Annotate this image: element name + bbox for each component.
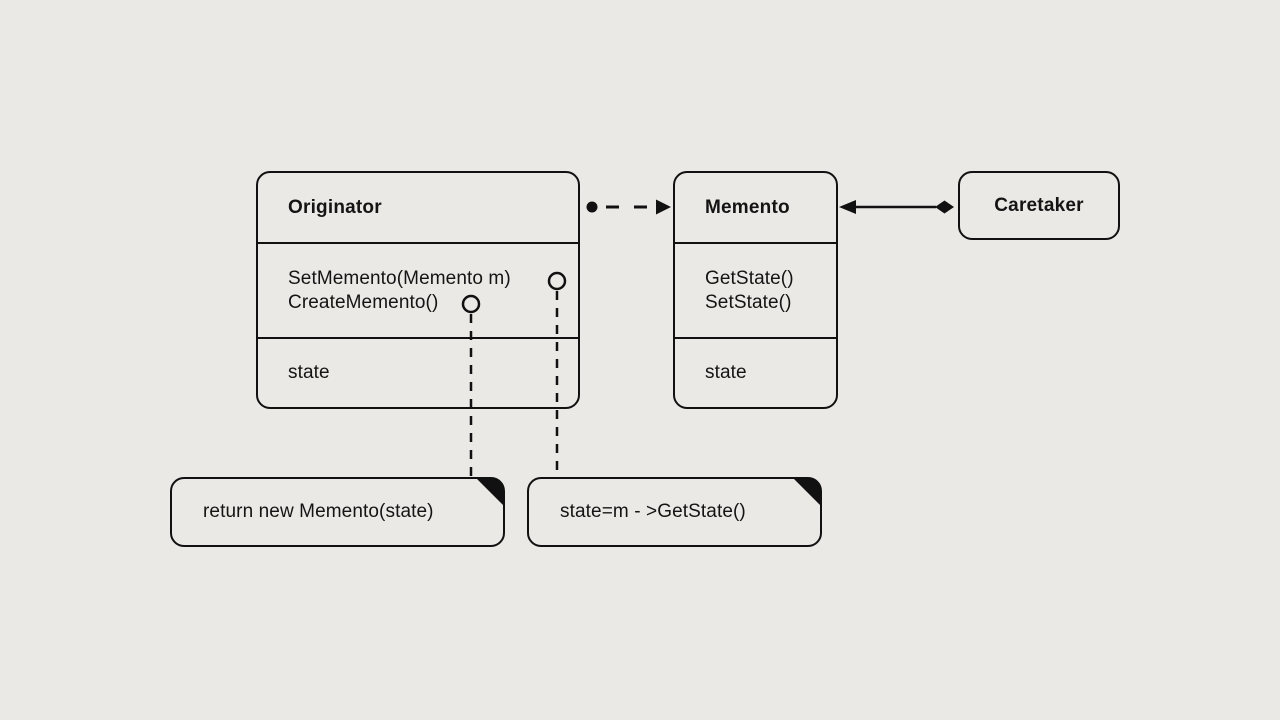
class-title-originator: Originator <box>288 196 382 218</box>
class-box-memento[interactable]: Memento GetState() SetState() state <box>673 171 838 409</box>
note-text: state=m - >GetState() <box>560 501 746 522</box>
method-set-state: SetState() <box>705 291 792 313</box>
method-get-state: GetState() <box>705 267 794 289</box>
class-box-originator[interactable]: Originator SetMemento(Memento m) CreateM… <box>256 171 580 409</box>
originator-attributes-compartment: state <box>258 337 578 407</box>
association-caretaker-memento <box>839 200 954 214</box>
method-set-memento: SetMemento(Memento m) <box>288 267 511 289</box>
class-box-caretaker[interactable]: Caretaker <box>958 171 1120 240</box>
dependency-originator-memento <box>586 199 671 215</box>
note-return-new-memento[interactable]: return new Memento(state) <box>170 477 505 547</box>
originator-methods-compartment: SetMemento(Memento m) CreateMemento() <box>258 242 578 337</box>
attribute-state: state <box>288 362 330 383</box>
attribute-state: state <box>705 362 747 383</box>
dependency-start-dot <box>586 201 598 213</box>
memento-methods-compartment: GetState() SetState() <box>675 242 836 337</box>
dependency-arrowhead-icon <box>656 199 671 215</box>
memento-attributes-compartment: state <box>675 337 836 407</box>
class-title-caretaker: Caretaker <box>994 194 1084 216</box>
note-state-getstate[interactable]: state=m - >GetState() <box>527 477 822 547</box>
method-create-memento: CreateMemento() <box>288 291 439 313</box>
association-arrowhead-icon <box>839 200 856 214</box>
note-text: return new Memento(state) <box>203 501 434 522</box>
association-diamond-icon <box>935 200 954 214</box>
class-title-memento: Memento <box>705 196 790 218</box>
